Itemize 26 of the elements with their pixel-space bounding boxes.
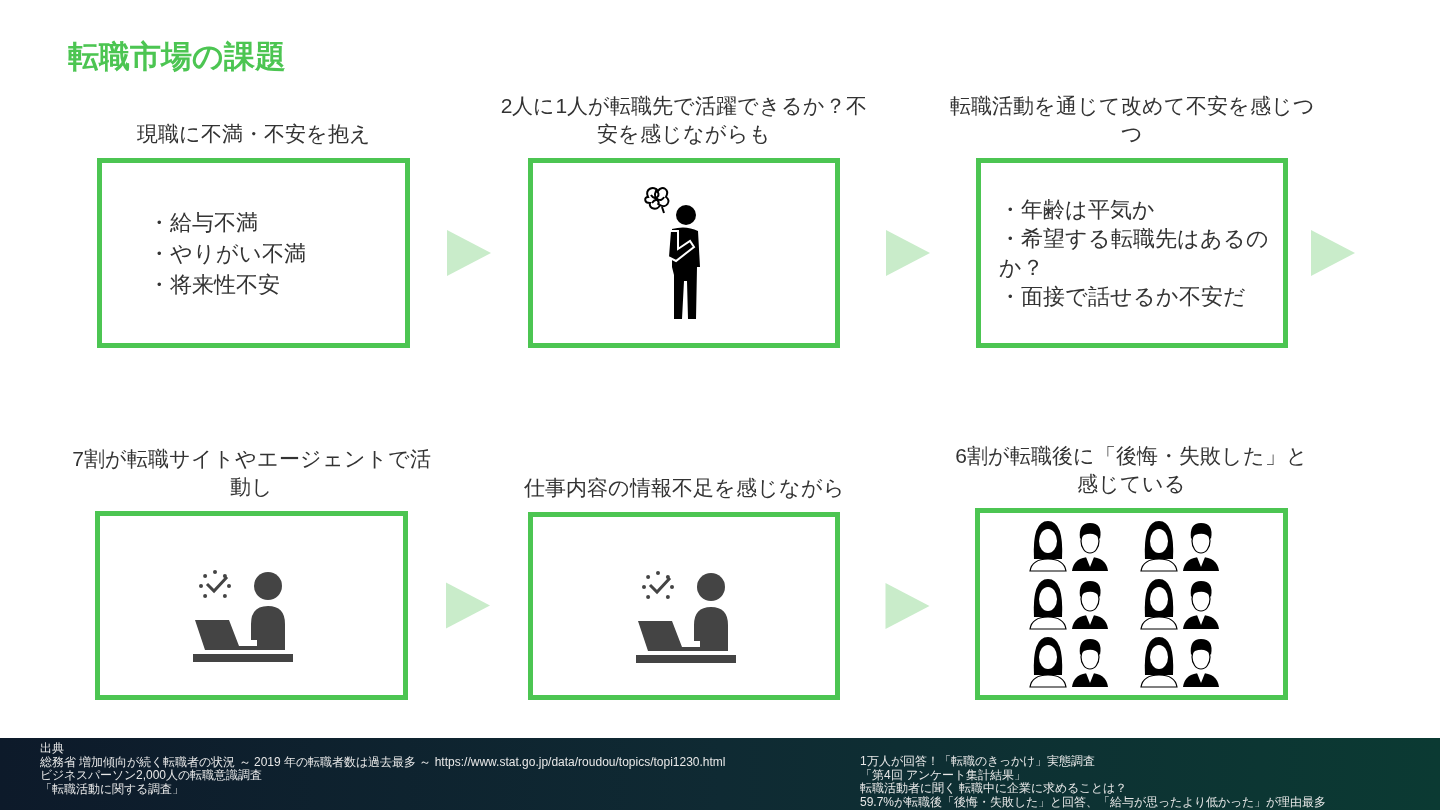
citation-text: 転職活動者に聞く 転職中に企業に求めることは？	[860, 782, 1129, 796]
citation-text: 1万人が回答！「転職のきっかけ」実態調査	[860, 755, 1096, 769]
heading: 7割が転職サイトやエージェントで活動し	[71, 446, 432, 500]
citation-text: 59.7%が転職後「後悔・失敗した」と回答、「給与が思ったより低かった」が理由最多	[860, 795, 1327, 809]
heading: 2人に1人が転職先で活躍できるか？不安を感じながらも	[499, 93, 869, 147]
citation-text: 「転職活動に関する調査」	[40, 782, 185, 796]
heading: 仕事内容の情報不足を感じながら	[523, 475, 845, 501]
citation-text: 「第4回 アンケート集計結果」	[860, 768, 1027, 782]
arrow-triangle	[886, 230, 930, 276]
bullet-text: ・やりがい不満	[148, 239, 306, 268]
arrow-triangle	[885, 583, 930, 629]
heading: 6割が転職後に「後悔・失敗した」と感じている	[954, 443, 1309, 497]
heading: 現職に不満・不安を抱え	[136, 121, 371, 147]
bullet-text: ・面接で話せるか不安だ	[999, 283, 1246, 311]
bullet-text: ・給与不満	[148, 208, 258, 237]
heading: 転職活動を通じて改めて不安を感じつつ	[948, 93, 1316, 147]
arrow-triangle	[446, 582, 490, 629]
citation-text: 総務省 増加傾向が続く転職者の状況 ～ 2019 年の転職者数は過去最多 ～ https://www.stat.go.jp/data/roudou/topics/topi1230.html	[40, 755, 726, 769]
bullet-text: ・年齢は平気か	[999, 196, 1155, 224]
citation-text: ビジネスパーソン2,000人の転職意識調査	[40, 769, 264, 783]
citation-text: 出典	[40, 742, 65, 756]
arrow-triangle	[447, 230, 491, 276]
bullet-text: ・希望する転職先はあるのか？	[999, 225, 1270, 282]
title: 転職市場の課題	[68, 38, 286, 76]
arrow-triangle	[1311, 230, 1355, 276]
bullet-text: ・将来性不安	[148, 270, 280, 299]
